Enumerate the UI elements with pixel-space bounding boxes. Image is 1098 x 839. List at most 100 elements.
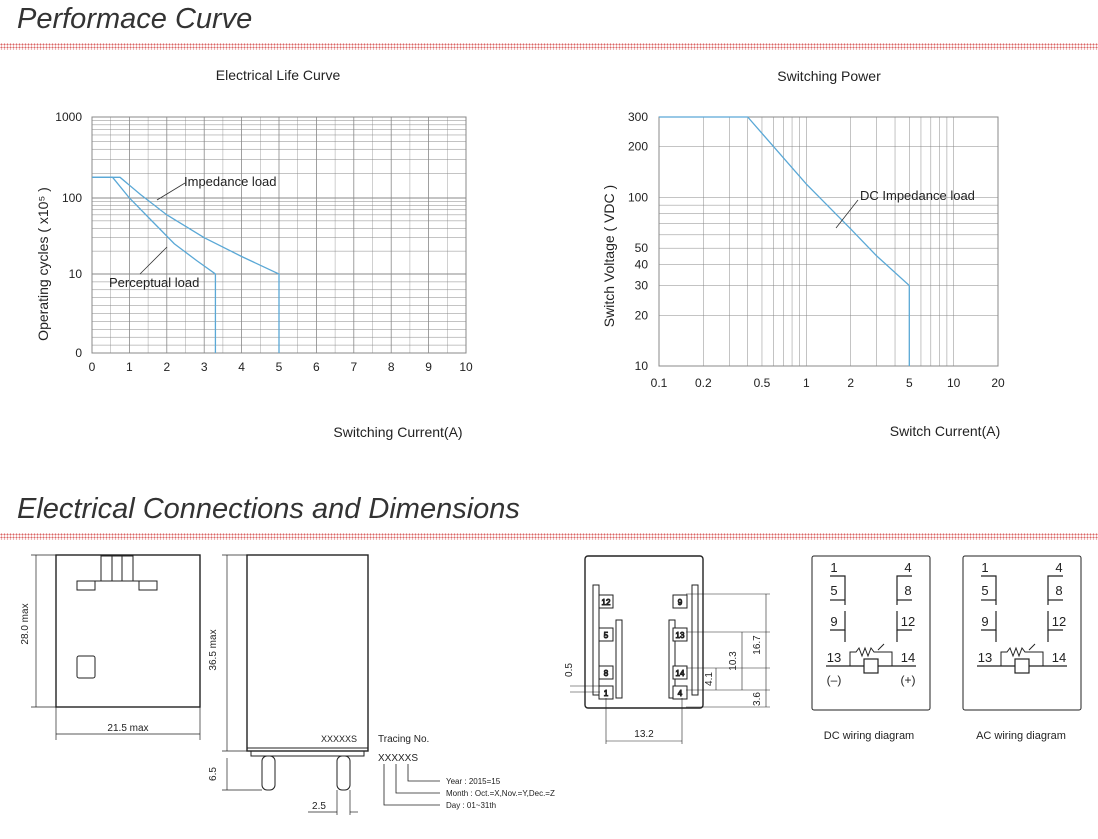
- x-axis-label: Switching Current(A): [333, 424, 462, 440]
- chart-title: Switching Power: [777, 68, 881, 84]
- relay-marking: XXXXXS: [321, 734, 357, 744]
- terminal-label: 12: [901, 614, 915, 629]
- x-tick-label: 0: [89, 360, 96, 374]
- diagram-frame: [811, 555, 931, 711]
- terminal-label: 13: [827, 650, 841, 665]
- dim-height-side: 36.5 max: [208, 629, 219, 670]
- contact-line: [1047, 575, 1063, 605]
- indicator-arrow: [877, 643, 885, 651]
- pin-terminal: [672, 627, 688, 642]
- coil-symbol: [863, 658, 879, 674]
- x-tick-label: 5: [906, 376, 913, 390]
- dim-width-front: 21.5 max: [107, 723, 148, 734]
- x-tick-label: 1: [126, 360, 133, 374]
- terminal-label: 12: [1052, 614, 1066, 629]
- y-tick-label: 50: [635, 241, 649, 255]
- y-tick-label: 200: [628, 140, 648, 154]
- pin-number: 9: [678, 598, 683, 607]
- y-tick-label: 1000: [55, 110, 82, 124]
- y-axis-label: Switch Voltage ( VDC ): [601, 185, 617, 327]
- annotation-leader: [139, 246, 168, 275]
- y-tick-label: 40: [635, 258, 649, 272]
- pin-terminal: [672, 665, 688, 680]
- x-tick-label: 0.5: [754, 376, 771, 390]
- chart-series: [659, 116, 910, 366]
- y-axis-label: Operating cycles ( x10⁵ ): [35, 187, 51, 341]
- dim-bottom-13-2: 13.2: [634, 729, 654, 740]
- terminal-label: 9: [981, 614, 988, 629]
- series-line-dc-impedance: [659, 116, 910, 366]
- section-divider: [0, 533, 1098, 540]
- tracing-day: Day : 01~31th: [446, 801, 496, 810]
- contact-line: [830, 575, 846, 605]
- series-line-impedance: [92, 176, 280, 353]
- series-label-dc-impedance: DC Impedance load: [860, 188, 975, 203]
- x-tick-label: 6: [313, 360, 320, 374]
- x-tick-label: 0.2: [695, 376, 712, 390]
- tracing-leaders: [383, 764, 440, 806]
- dim-bottom-4-1: 4.1: [704, 672, 715, 686]
- dim-bottom-3-6: 3.6: [752, 692, 763, 706]
- annotation-leader: [156, 182, 186, 201]
- indicator-arrow: [1028, 643, 1036, 651]
- resistor-symbol: [1000, 646, 1044, 666]
- terminal-label: 1: [981, 560, 988, 575]
- tracing-title: Tracing No.: [378, 734, 429, 745]
- pin-number: 5: [604, 631, 609, 640]
- x-tick-label: 4: [238, 360, 245, 374]
- pin-number: 14: [676, 669, 685, 678]
- x-axis-label: Switch Current(A): [890, 423, 1000, 439]
- tracing-code: XXXXXS: [378, 753, 418, 764]
- y-tick-label: 20: [635, 308, 649, 322]
- tracing-number-legend: Tracing No. XXXXXS Year : 2015=15 Month …: [378, 734, 555, 810]
- series-line-perceptual: [92, 176, 217, 353]
- ac-wiring-caption: AC wiring diagram: [976, 730, 1066, 742]
- pin-terminal: [598, 594, 614, 609]
- annotation-leader: [835, 199, 859, 229]
- x-tick-label: 7: [350, 360, 357, 374]
- polarity-plus: (+): [901, 673, 916, 687]
- dim-pin-length: 6.5: [208, 767, 219, 781]
- dim-bottom-16-7: 16.7: [752, 635, 763, 655]
- y-tick-label: 10: [635, 359, 649, 373]
- terminal-label: 14: [901, 650, 915, 665]
- y-tick-label: 0: [75, 346, 82, 360]
- dim-bottom-0-5: 0.5: [564, 663, 575, 677]
- dc-wiring-caption: DC wiring diagram: [824, 730, 914, 742]
- pin-terminal: [598, 665, 614, 680]
- x-tick-label: 10: [947, 376, 961, 390]
- chart-series: [92, 176, 280, 353]
- pin-terminal: [672, 594, 688, 609]
- dim-bottom-10-3: 10.3: [728, 651, 739, 671]
- terminal-label: 5: [830, 583, 837, 598]
- pin-number: 13: [676, 631, 685, 640]
- terminal-label: 8: [904, 583, 911, 598]
- section-title-connections: Electrical Connections and Dimensions: [17, 493, 520, 525]
- polarity-minus: (–): [827, 673, 842, 687]
- chart-grid: [658, 116, 999, 367]
- pin-number: 1: [604, 689, 609, 698]
- x-tick-label: 8: [388, 360, 395, 374]
- terminal-label: 5: [981, 583, 988, 598]
- terminal-label: 1: [830, 560, 837, 575]
- y-tick-label: 300: [628, 110, 648, 124]
- x-tick-label: 9: [425, 360, 432, 374]
- relay-front-view: [31, 554, 201, 740]
- coil-symbol: [1014, 658, 1030, 674]
- dim-height-front: 28.0 max: [20, 603, 31, 644]
- x-tick-label: 3: [201, 360, 208, 374]
- series-label-perceptual: Perceptual load: [109, 275, 199, 290]
- y-tick-label: 100: [62, 191, 82, 205]
- terminal-label: 9: [830, 614, 837, 629]
- chart-title: Electrical Life Curve: [216, 67, 341, 83]
- contact-line: [981, 575, 997, 605]
- x-tick-label: 10: [459, 360, 473, 374]
- series-label-impedance: Impedance load: [184, 174, 277, 189]
- terminal-label: 14: [1052, 650, 1066, 665]
